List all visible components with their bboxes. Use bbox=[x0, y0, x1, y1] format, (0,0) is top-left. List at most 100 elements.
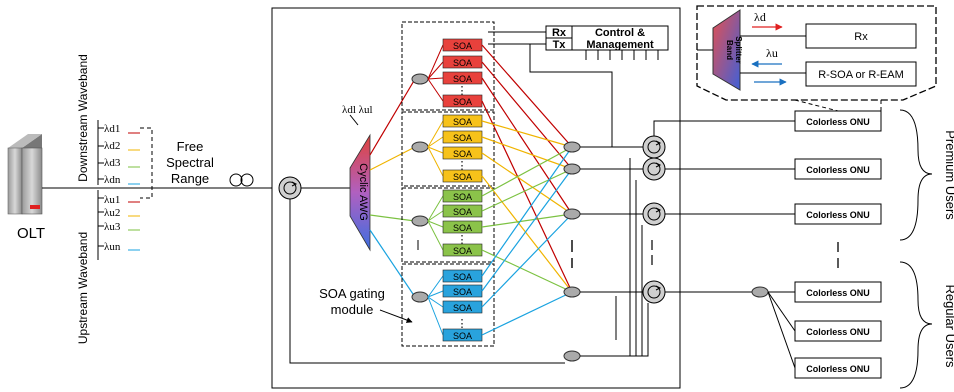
lambda-u3: λu3 bbox=[104, 221, 121, 233]
upstream-return-line bbox=[289, 199, 565, 364]
awg-output-lines bbox=[369, 78, 416, 298]
inset-rx-label: Rx bbox=[854, 31, 868, 43]
soa-label-yellow-2: SOA bbox=[453, 133, 472, 143]
olt-server bbox=[7, 134, 43, 215]
band-splitter bbox=[712, 9, 741, 91]
regular-drop-fibers bbox=[767, 291, 796, 369]
soa-dots-yellow: ⋮ bbox=[457, 160, 468, 172]
onu-label-3: Colorless ONU bbox=[806, 210, 870, 220]
control-ticks bbox=[585, 50, 659, 60]
soa-gating-label-line2: module bbox=[331, 302, 374, 317]
control-link-line bbox=[529, 44, 613, 147]
onu-box-6 bbox=[794, 357, 882, 379]
onu-label-6: Colorless ONU bbox=[806, 364, 870, 374]
regular-users-label: Regular Users bbox=[943, 284, 954, 368]
soa-label-green-2: SOA bbox=[453, 207, 472, 217]
onu-box-5 bbox=[794, 320, 882, 342]
output-circulator-3 bbox=[642, 202, 666, 226]
onu-box-3 bbox=[794, 203, 882, 225]
downstream-waveband-label: Downstream Waveband bbox=[76, 54, 90, 182]
upstream-waveband-label: Upstream Waveband bbox=[76, 232, 90, 344]
lambda-d1: λd1 bbox=[104, 123, 120, 135]
fsr-line3: Range bbox=[171, 171, 209, 186]
soa-label-yellow-1: SOA bbox=[453, 117, 472, 127]
lambda-d3: λd3 bbox=[104, 157, 121, 169]
inset-rsoa-label: R-SOA or R-EAM bbox=[818, 69, 904, 81]
olt-top bbox=[8, 134, 42, 148]
onu-label-1: Colorless ONU bbox=[806, 117, 870, 127]
output-circulator-2 bbox=[642, 157, 666, 181]
soa-module-red bbox=[401, 21, 495, 111]
soa-combiner-mesh bbox=[481, 44, 573, 336]
lambda-label-pointer bbox=[349, 114, 359, 126]
soa-module-yellow bbox=[401, 111, 495, 187]
fsr-line1: Free bbox=[177, 139, 204, 154]
control-line1: Control & bbox=[595, 27, 645, 39]
free-spectral-range-label: Free Spectral Range bbox=[166, 139, 214, 186]
premium-users-label: Premium Users bbox=[943, 130, 954, 220]
output-circulator-4 bbox=[642, 280, 666, 304]
premium-bracket bbox=[899, 109, 933, 241]
waveband-bracket bbox=[97, 120, 153, 260]
upstream-wavelength-list: λu1 λu2 λu3 λun bbox=[104, 194, 121, 253]
soa-label-green-4: SOA bbox=[453, 246, 472, 256]
drop-fibers bbox=[653, 120, 795, 293]
soa-module-blue bbox=[401, 263, 495, 347]
lambda-u2: λu2 bbox=[104, 207, 120, 219]
splitter-soa-lines bbox=[427, 44, 444, 336]
lambda-d2: λd2 bbox=[104, 140, 120, 152]
lambda-u1: λu1 bbox=[104, 194, 120, 206]
output-circulator-1 bbox=[642, 135, 666, 159]
fsr-line2: Spectral bbox=[166, 155, 214, 170]
olt-label: OLT bbox=[17, 225, 45, 242]
control-line2: Management bbox=[586, 39, 654, 51]
soa-label-yellow-4: SOA bbox=[453, 172, 472, 182]
regular-splitter bbox=[751, 286, 769, 298]
soa-dots-green: ⋮ bbox=[457, 234, 468, 246]
band-splitter-label-line2: Splitter bbox=[734, 36, 743, 64]
onu-detail-inset bbox=[696, 5, 937, 101]
soa-label-yellow-3: SOA bbox=[453, 149, 472, 159]
lambda-dl-ul-label: λdl λul bbox=[342, 104, 373, 116]
onu-box-4 bbox=[794, 281, 882, 303]
fiber-spool-left bbox=[229, 173, 243, 187]
ellipsis-dashes bbox=[417, 240, 653, 268]
remote-node-box bbox=[271, 7, 681, 389]
onu-label-4: Colorless ONU bbox=[806, 288, 870, 298]
inset-lambda-u: λu bbox=[766, 46, 778, 60]
cyclic-awg bbox=[349, 133, 371, 252]
combiner-to-circulator-lines bbox=[580, 146, 643, 293]
soa-label-red-4: SOA bbox=[453, 97, 472, 107]
lambda-un: λun bbox=[104, 241, 121, 253]
inset-pointer-1 bbox=[794, 99, 839, 112]
soa-label-red-3: SOA bbox=[453, 74, 472, 84]
band-splitter-label-line1: Band bbox=[725, 40, 734, 60]
soa-dots-blue: ⋮ bbox=[457, 318, 468, 330]
fiber-spool-right bbox=[240, 173, 254, 187]
onu-label-2: Colorless ONU bbox=[806, 165, 870, 175]
onu-label-5: Colorless ONU bbox=[806, 327, 870, 337]
soa-gating-label-line1: SOA gating bbox=[319, 286, 385, 301]
soa-label-blue-4: SOA bbox=[453, 331, 472, 341]
olt-body bbox=[21, 147, 43, 215]
soa-label-blue-3: SOA bbox=[453, 303, 472, 313]
downstream-wavelength-list: λd1 λd2 λd3 λdn bbox=[104, 123, 121, 186]
soa-label-blue-1: SOA bbox=[453, 272, 472, 282]
soa-label-green-3: SOA bbox=[453, 223, 472, 233]
inset-rx-box bbox=[805, 23, 917, 49]
olt-front bbox=[7, 147, 23, 215]
inset-lambda-d: λd bbox=[754, 10, 766, 24]
soa-label-green-1: SOA bbox=[453, 192, 472, 202]
entry-circulator bbox=[278, 176, 302, 200]
lambda-dn: λdn bbox=[104, 174, 121, 186]
soa-label-blue-2: SOA bbox=[453, 287, 472, 297]
olt-led bbox=[30, 205, 40, 209]
soa-label-red-1: SOA bbox=[453, 41, 472, 51]
soa-dots: ⋮ ⋮ ⋮ ⋮ bbox=[457, 85, 468, 330]
regular-bracket bbox=[899, 261, 933, 389]
soa-gating-pointer bbox=[379, 309, 413, 323]
control-tx: Tx bbox=[553, 39, 567, 51]
soa-label-red-2: SOA bbox=[453, 58, 472, 68]
output-circulators bbox=[642, 135, 666, 304]
